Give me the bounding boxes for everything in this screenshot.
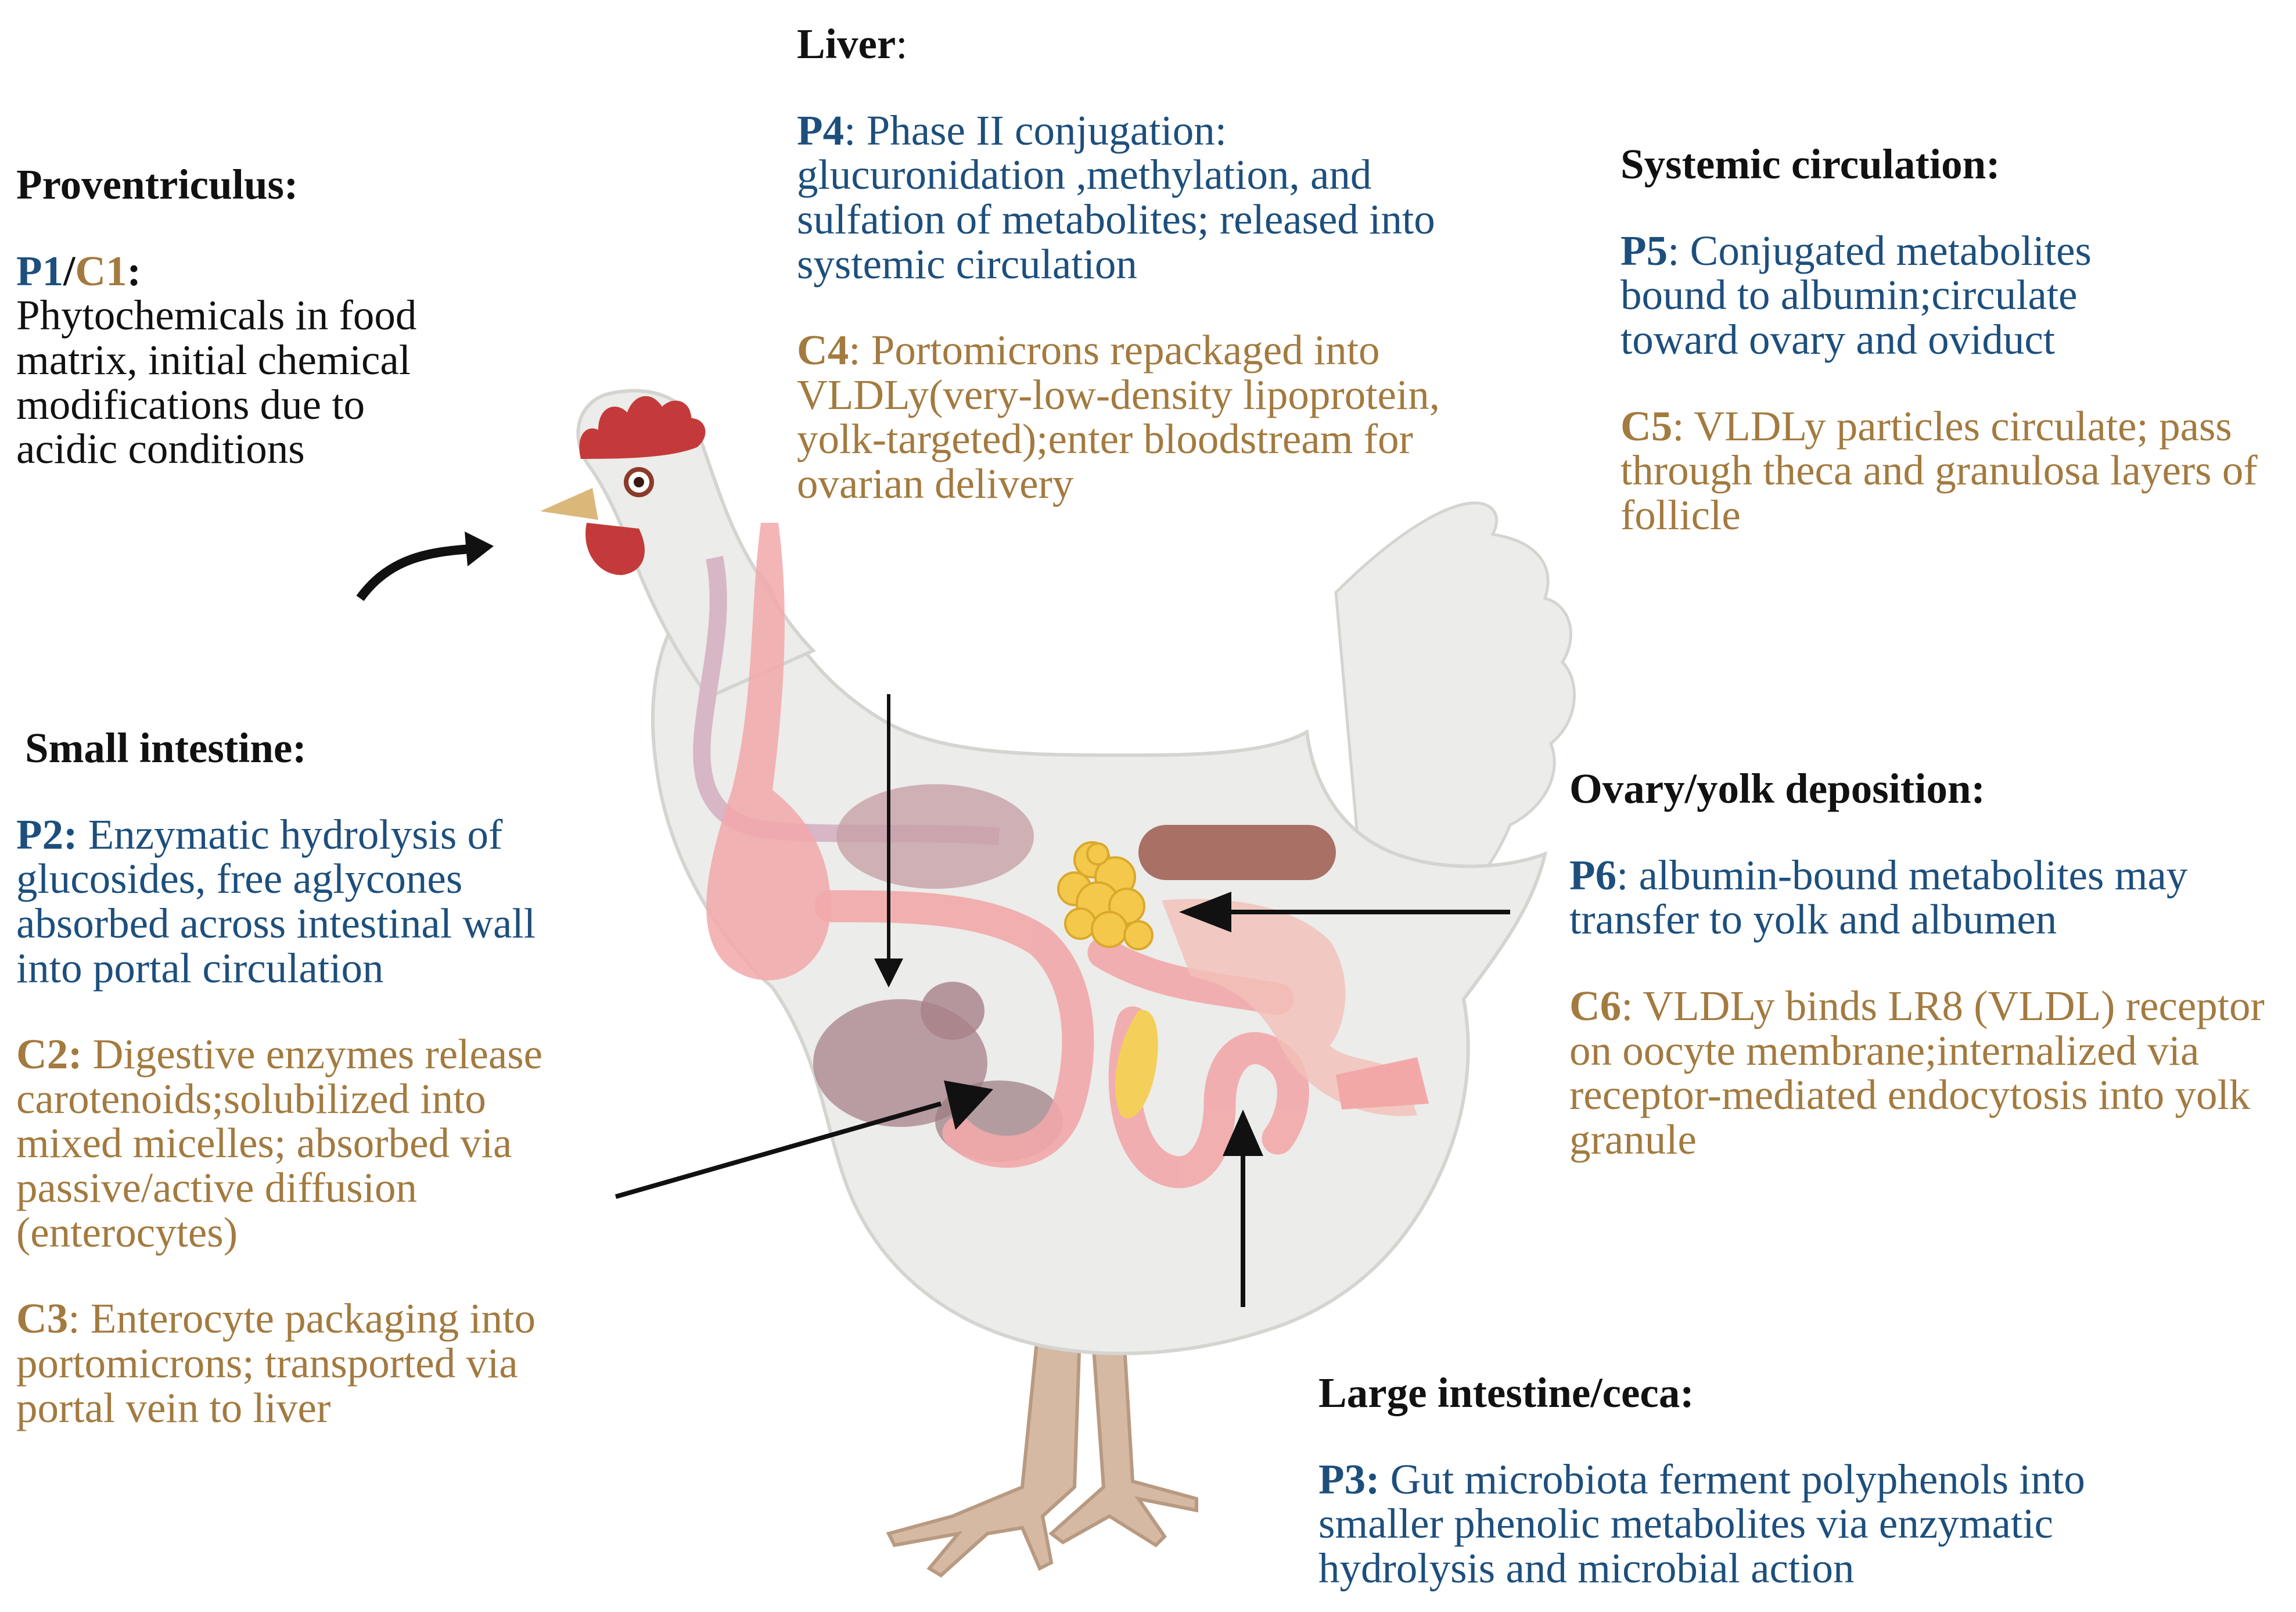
yolk-follicles [1057,841,1154,950]
small-intestine-p2: P2: Enzymatic hydrolysis of glucosides, … [16,810,536,992]
hen-beak [540,488,598,520]
code-colon: : [127,247,141,295]
oviduct [1162,899,1417,1116]
kidney [1138,825,1336,880]
code-c3: C3 [16,1295,69,1342]
code-c4: C4 [797,326,849,374]
liver-heading: Liver: [797,20,908,67]
proventriculus-block: Proventriculus: P1/C1: Phytochemicals in… [16,161,458,473]
code-c1: C1 [75,247,127,295]
curved-arrow-icon [356,544,471,601]
ovary-block: Ovary/yolk deposition: P6: albumin-bound… [1569,765,2290,1163]
code-c2: C2: [16,1031,82,1078]
large-intestine-p3: P3: Gut microbiota ferment polyphenols i… [1318,1455,2085,1592]
spleen [921,982,984,1040]
systemic-heading: Systemic circulation: [1621,141,2000,188]
small-intestine-heading: Small intestine: [25,724,307,771]
large-intestine-block: Large intestine/ceca: P3: Gut microbiota… [1318,1369,2155,1592]
large-intestine-heading: Large intestine/ceca: [1318,1369,1694,1416]
code-p2: P2: [16,810,78,858]
code-p1: P1 [16,247,64,295]
code-c5: C5 [1621,402,1673,450]
liver-p4: P4: Phase II conjugation: glucuronidatio… [797,106,1435,288]
small-intestine-block: Small intestine: P2: Enzymatic hydrolysi… [16,726,597,1430]
ovary-c6: C6: VLDLy binds LR8 (VLDL) receptor on o… [1569,982,2265,1163]
proventriculus-heading: Proventriculus: [16,161,299,208]
liver-block: Liver: P4: Phase II conjugation: glucuro… [797,20,1494,508]
code-p4: P4 [797,106,845,154]
small-intestine-c3: C3: Enterocyte packaging into portomicro… [16,1295,536,1431]
ovary-p6: P6: albumin-bound metabolites may transf… [1569,851,2188,943]
systemic-block: Systemic circulation: P5: Conjugated met… [1621,142,2288,537]
hen-comb [579,396,706,459]
code-p3: P3: [1318,1455,1380,1503]
liver-c4: C4: Portomicrons repackaged into VLDLy(v… [797,326,1440,508]
ovary-heading: Ovary/yolk deposition: [1569,765,1985,812]
code-c6: C6 [1569,982,1622,1029]
code-p5: P5 [1621,227,1668,274]
systemic-p5: P5: Conjugated metabolites bound to albu… [1621,227,2092,363]
proventriculus-text: Phytochemicals in food matrix, initial c… [16,292,417,473]
systemic-c5: C5: VLDLy particles circulate; pass thro… [1621,402,2258,538]
small-intestine-c2: C2: Digestive enzymes release carotenoid… [16,1031,543,1256]
hen-legs [886,1311,1198,1578]
cloaca [1336,1057,1429,1110]
code-slash: / [63,247,76,295]
ceca [1115,1010,1158,1119]
liver-organ [836,784,1034,889]
crop [706,523,831,981]
arrow-icon [615,1101,942,1199]
code-p6: P6 [1569,851,1617,899]
hen-wattle [585,523,645,575]
